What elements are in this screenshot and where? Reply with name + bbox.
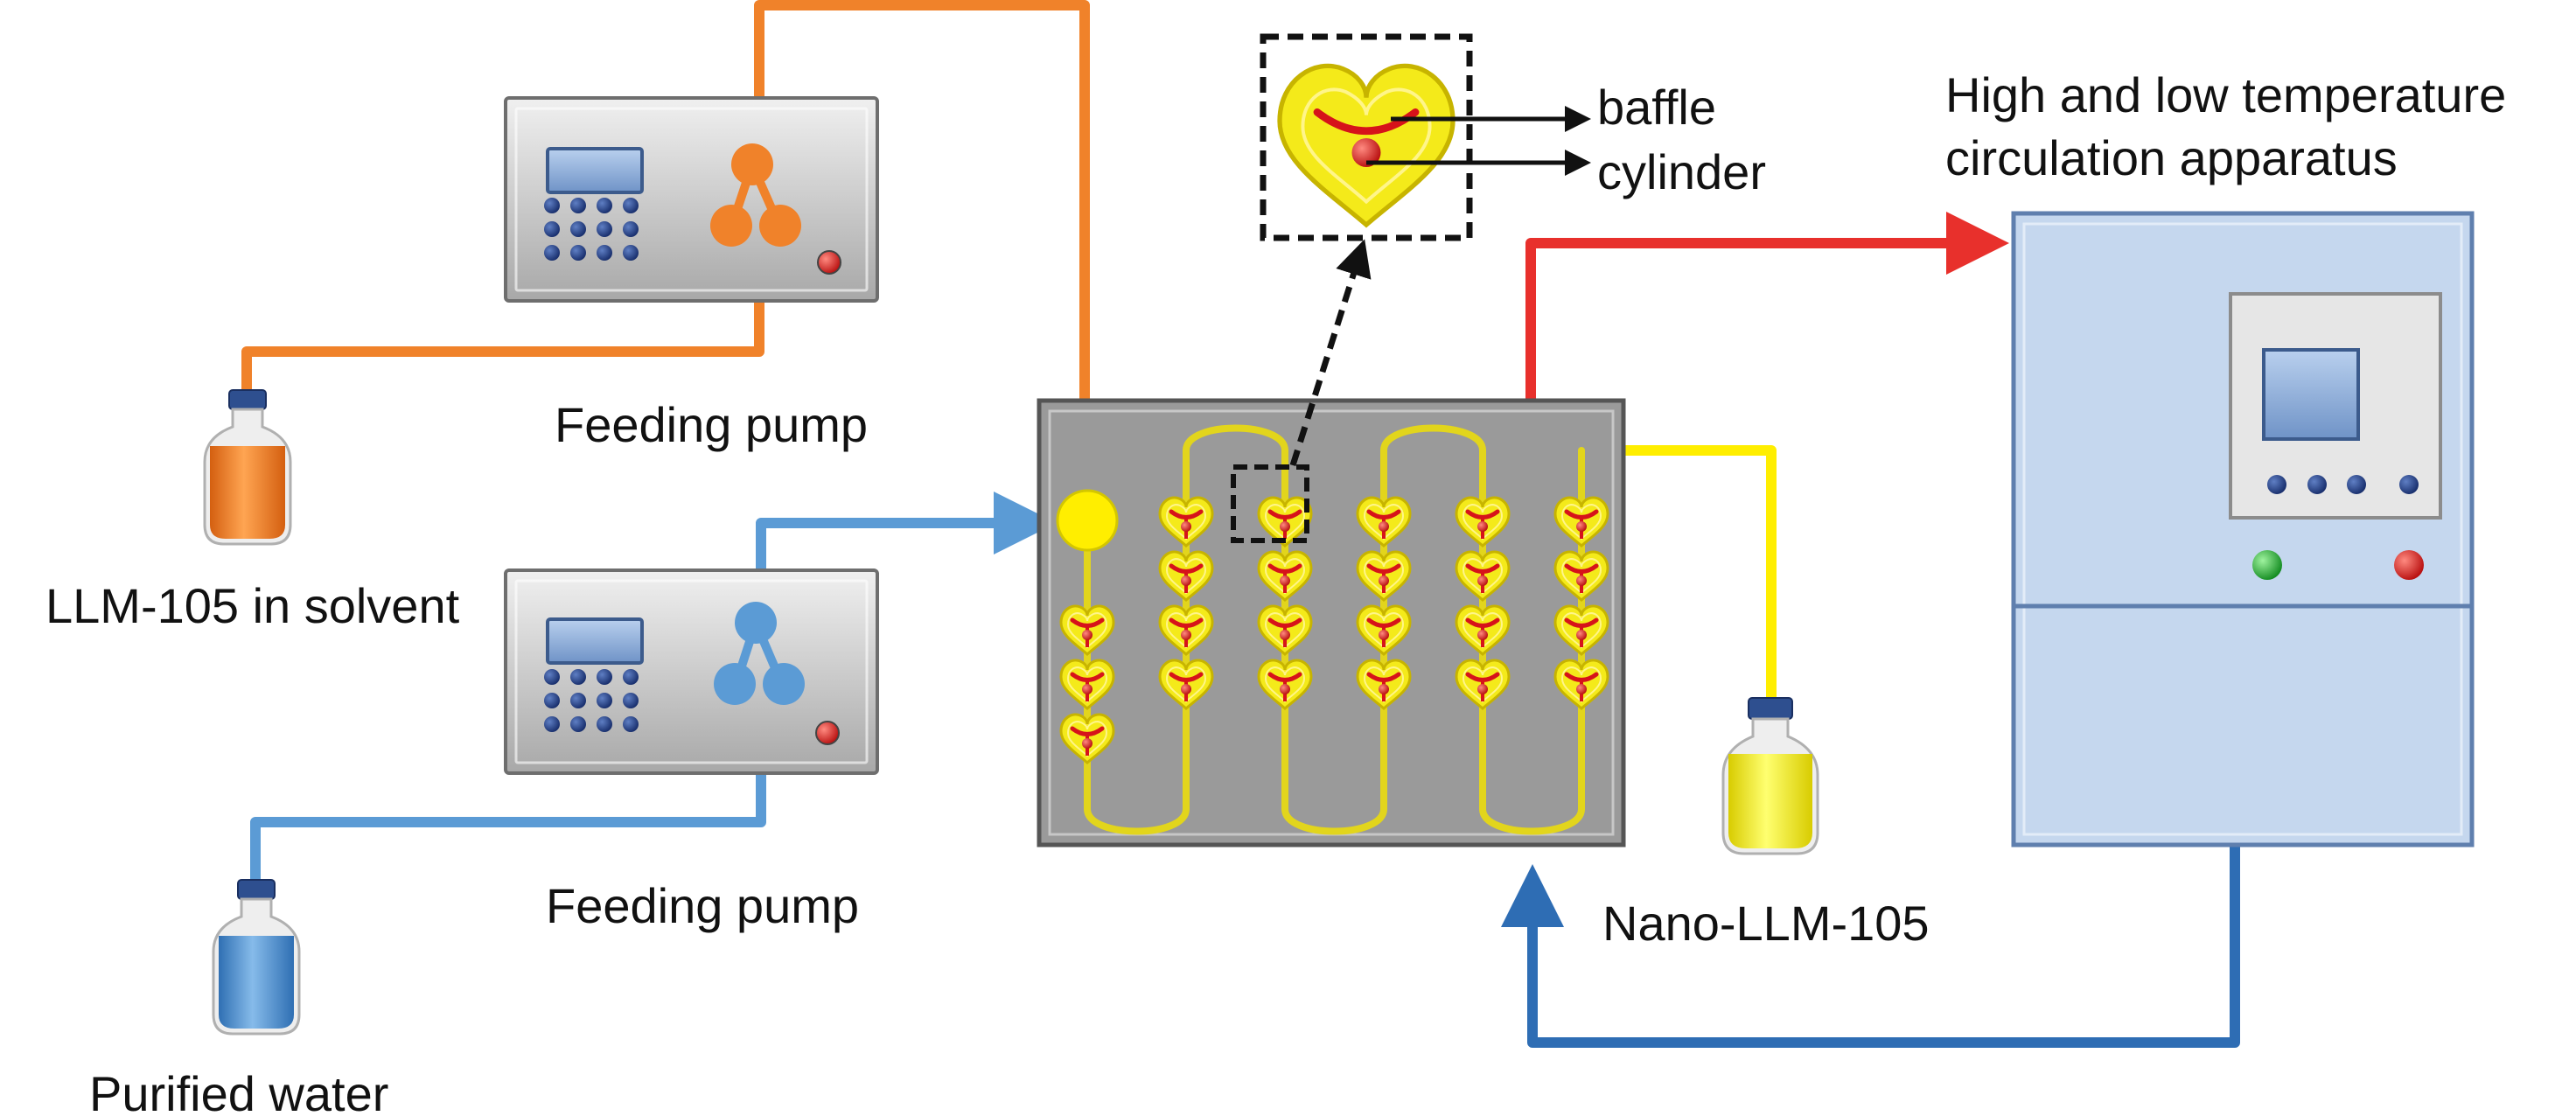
heart-unit-zoom-inset [1260,33,1591,241]
red-indicator-light [2394,550,2424,580]
label-purified-water: Purified water [89,1066,388,1116]
channel-u-turn [1281,806,1387,835]
green-indicator-light [2252,550,2282,580]
pump-screen [546,617,644,665]
channel-u-turn [1183,424,1288,454]
reagent-bottle-icon [212,879,301,1036]
peristaltic-pump-icon [714,602,805,705]
channel-u-turn [1380,424,1486,454]
high-low-temperature-circulation-apparatus [2011,211,2475,847]
control-button [2267,475,2286,494]
label-cylinder: cylinder [1597,144,1766,199]
keypad-icon [544,669,639,732]
control-button [2347,475,2366,494]
pump-screen [546,147,644,194]
zoom-highlight-box [1231,464,1309,543]
status-light [815,721,840,745]
status-light [817,250,841,275]
label-apparatus-line2: circulation apparatus [1945,130,2398,185]
heart-shaped-mixer-icon [1277,63,1456,228]
microreactor [1037,398,1626,847]
feeding-pump-bottom [504,568,879,775]
zoom-pointer-arrow [1289,239,1372,467]
reagent-bottle-icon [1721,697,1819,855]
keypad-icon [544,198,639,261]
reagent-bottle-icon [203,389,292,546]
display-screen [2262,348,2360,441]
control-button [2307,475,2327,494]
label-llm105-in-solvent: LLM-105 in solvent [45,578,460,633]
red-hot-outflow-line [1525,212,2009,402]
control-button [2399,475,2419,494]
label-feeding-pump-bottom: Feeding pump [546,878,859,933]
feeding-pump-top [504,96,879,303]
label-nano-llm105: Nano-LLM-105 [1602,896,1930,951]
blue-feed-line [250,492,1057,885]
label-apparatus-line1: High and low temperature [1945,67,2506,122]
channel-u-turn [1084,806,1190,835]
inlet-mixer [1056,489,1119,552]
peristaltic-pump-icon [710,143,801,247]
dark-blue-return-line [1501,844,2240,1048]
channel-u-turn [1479,806,1585,835]
label-feeding-pump-top: Feeding pump [555,397,868,452]
label-baffle: baffle [1597,80,1716,135]
